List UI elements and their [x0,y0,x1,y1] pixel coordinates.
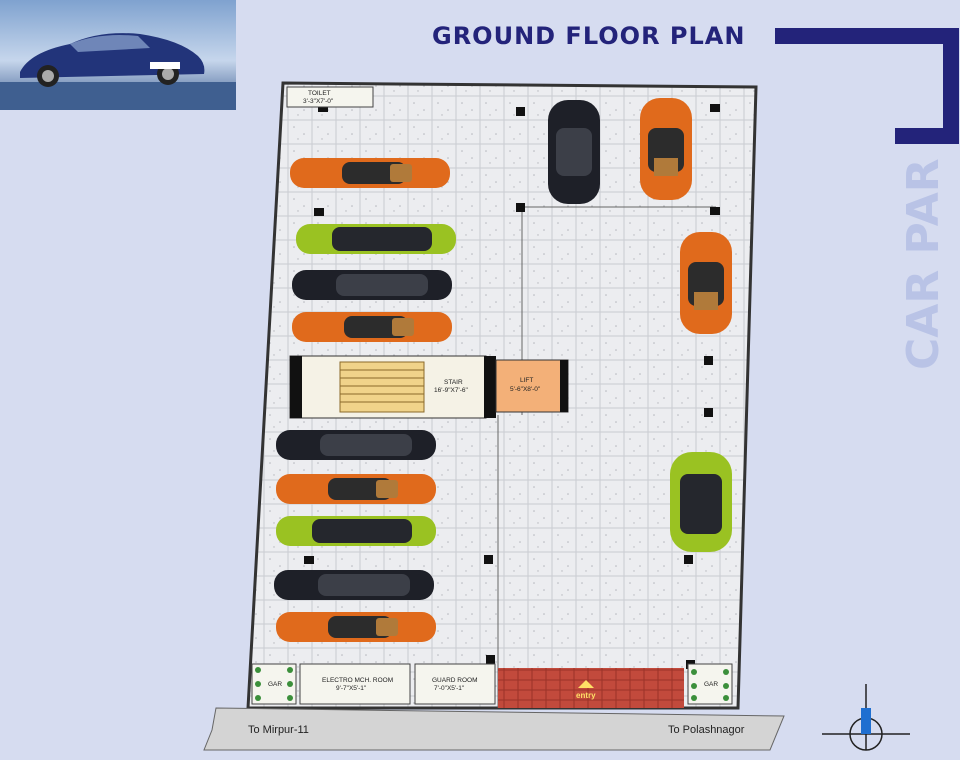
stair-name: STAIR [444,379,463,386]
entry-label: entry [576,691,596,700]
gar-right-label: GAR [704,681,718,688]
gar-left-label: GAR [268,681,282,688]
page-title: GROUND FLOOR PLAN [432,22,746,50]
toilet-name: TOILET [308,90,331,97]
accent-bracket [775,28,959,144]
toilet-size: 3'-3"X7'-0" [303,98,334,105]
guard-room-size: 7'-0"X5'-1" [434,685,465,692]
lift-name: LIFT [520,377,533,384]
electro-room-size: 9'-7"X5'-1" [336,685,367,692]
road-right-direction: To Polashnagor [668,724,745,736]
stair-size: 16'-9"X7'-6" [434,387,469,394]
guard-room-name: GUARD ROOM [432,677,478,684]
north-arrow-icon [822,684,910,751]
electro-room-name: ELECTRO MCH. ROOM [322,677,393,684]
car-photo [0,0,236,110]
road-left-direction: To Mirpur-11 [248,724,309,736]
lift-size: 5'-6"X8'-0" [510,386,541,393]
